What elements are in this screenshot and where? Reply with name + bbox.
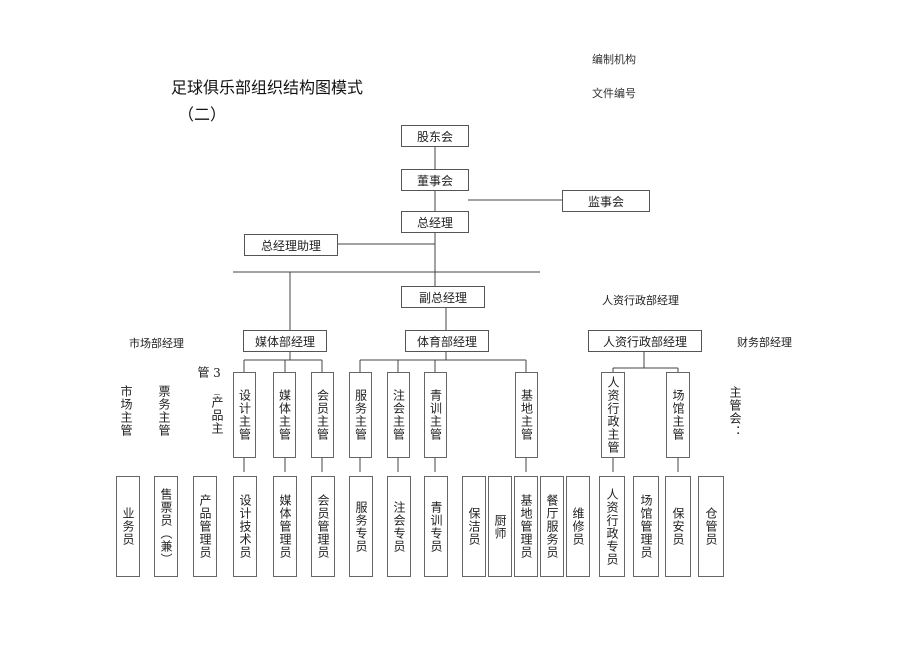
doc-number-label: 文件编号	[592, 87, 636, 100]
staff-box: 售票员（兼）	[154, 476, 178, 577]
node-media-manager: 媒体部经理	[243, 330, 327, 352]
compiler-label: 编制机构	[592, 53, 636, 66]
supervisor-box: 设计主管	[233, 372, 256, 458]
staff-box: 保洁员	[462, 476, 486, 577]
node-sports-manager: 体育部经理	[405, 330, 489, 352]
supervisor-box: 青训主管	[424, 372, 447, 458]
node-deputy-gm: 副总经理	[401, 286, 485, 308]
staff-box: 青训专员	[424, 476, 448, 577]
staff-box: 维修员	[566, 476, 590, 577]
supervisor-box: 基地主管	[515, 372, 538, 458]
staff-box: 人资行政专员	[599, 476, 625, 577]
label-accounting-supervisor: 主管会：	[728, 386, 742, 438]
staff-box: 服务专员	[349, 476, 373, 577]
node-hr-manager: 人资行政部经理	[588, 330, 702, 352]
staff-box: 会员管理员	[311, 476, 335, 577]
staff-box: 厨师	[488, 476, 512, 577]
staff-box: 业务员	[116, 476, 140, 577]
supervisor-box: 注会主管	[387, 372, 410, 458]
supervisor-box: 会员主管	[311, 372, 334, 458]
label-ticket-supervisor: 票务主管	[157, 385, 171, 437]
supervisor-box: 场馆主管	[666, 372, 690, 458]
node-gm-assistant: 总经理助理	[244, 234, 338, 256]
staff-box: 产品管理员	[193, 476, 217, 577]
label-finance-manager: 财务部经理	[737, 336, 792, 349]
label-market-supervisor: 市场主管	[119, 385, 133, 437]
staff-box: 餐厅服务员	[540, 476, 564, 577]
staff-box: 保安员	[665, 476, 691, 577]
node-shareholders: 股东会	[401, 125, 469, 147]
label-product-supervisor: 3_产品主管	[196, 366, 224, 435]
supervisor-box: 人资行政主管	[601, 372, 625, 458]
supervisor-box: 服务主管	[349, 372, 372, 458]
staff-box: 媒体管理员	[273, 476, 297, 577]
node-general-manager: 总经理	[401, 211, 469, 233]
page-title: 足球俱乐部组织结构图模式	[171, 78, 364, 97]
staff-box: 设计技术员	[233, 476, 257, 577]
label-market-manager: 市场部经理	[129, 337, 184, 350]
staff-box: 基地管理员	[514, 476, 538, 577]
staff-box: 注会专员	[387, 476, 411, 577]
staff-box: 仓管员	[698, 476, 724, 577]
page-subtitle: （二）	[178, 105, 227, 124]
node-board: 董事会	[401, 169, 469, 191]
label-hr-dept-manager: 人资行政部经理	[602, 294, 679, 307]
supervisor-box: 媒体主管	[273, 372, 296, 458]
staff-box: 场馆管理员	[633, 476, 659, 577]
node-supervisory-board: 监事会	[562, 190, 650, 212]
